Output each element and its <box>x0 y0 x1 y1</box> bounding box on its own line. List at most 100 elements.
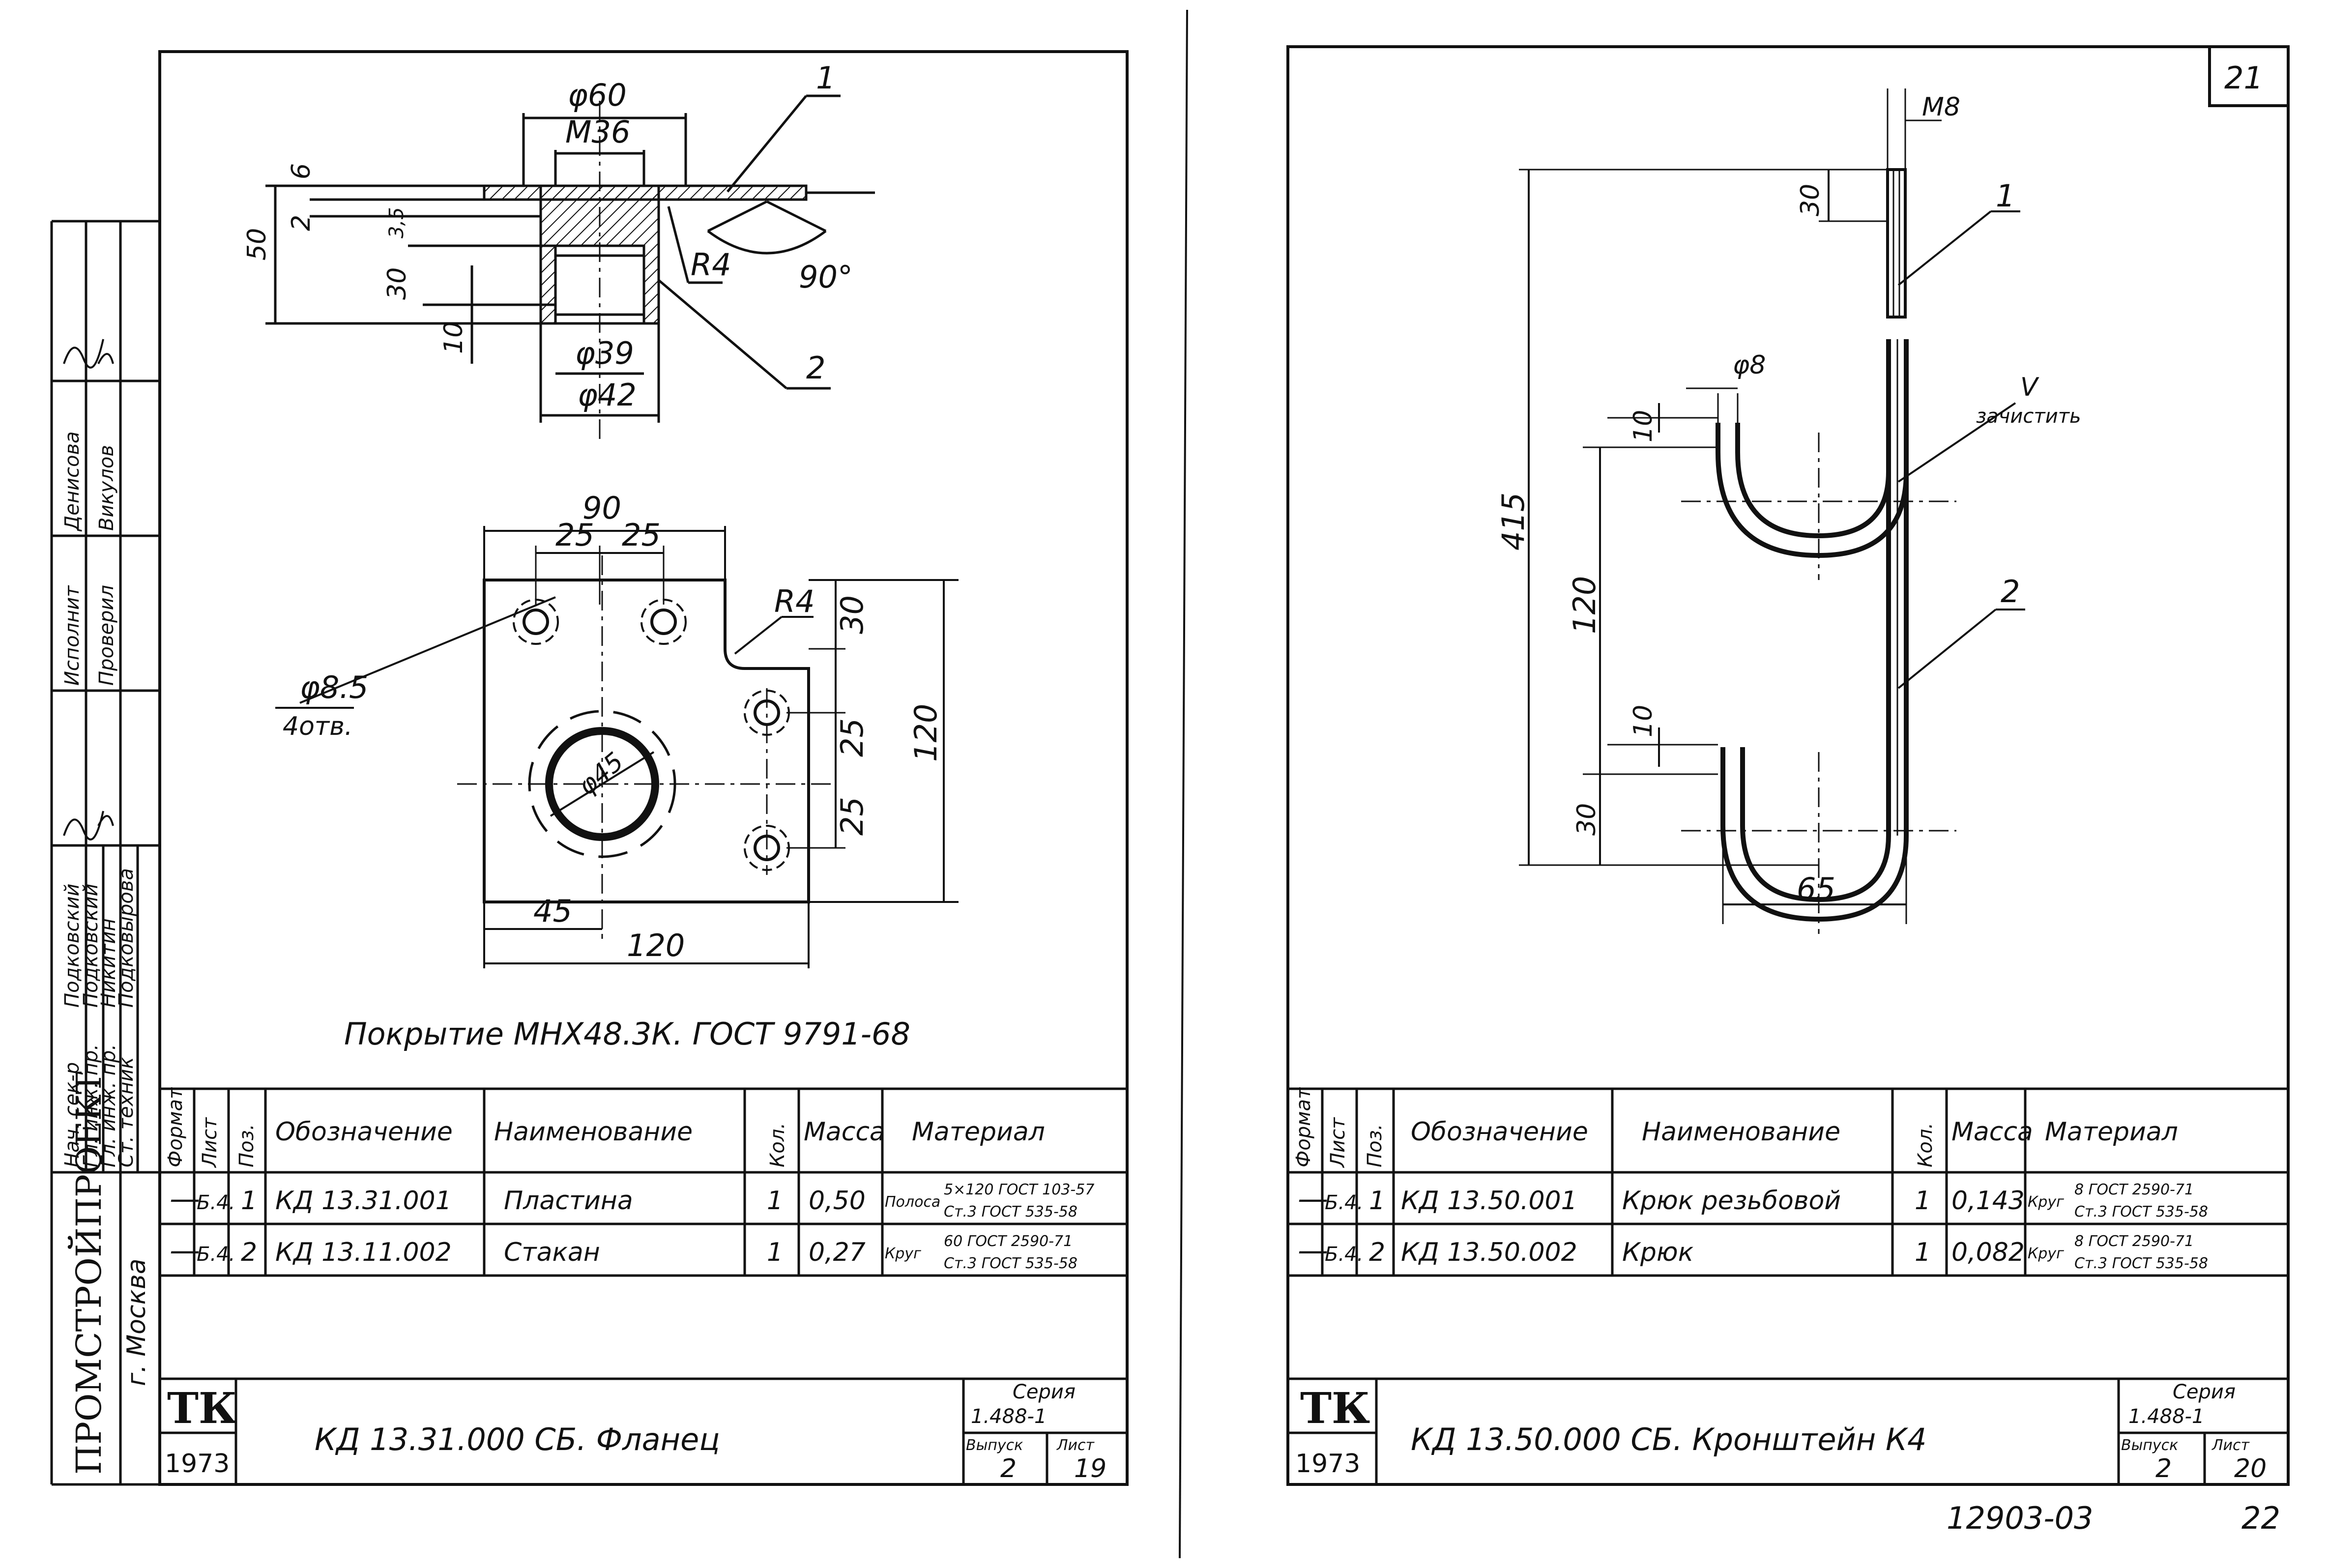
plate-plan-view <box>275 526 959 968</box>
dim-v120: 120 <box>908 704 944 762</box>
row2-name-left: Стакан <box>504 1238 600 1267</box>
dim-r4-top: R4 <box>691 247 731 283</box>
row1-mass-left: 0,50 <box>809 1186 866 1216</box>
th-pos-right: Поз. <box>1364 1124 1386 1167</box>
row2-sheet-left: Б.4. <box>197 1243 235 1266</box>
series-label-right: Серия <box>2173 1381 2236 1403</box>
callout-2-right: 2 <box>2001 574 2020 610</box>
org-name: ПРОМСТРОЙПРОЕКТ <box>68 1072 109 1475</box>
sheet-number-right: 20 <box>2234 1454 2267 1483</box>
row2-designation-left: КД 13.11.002 <box>275 1238 452 1267</box>
dim-d8: φ8 <box>1733 350 1766 380</box>
dim-h30: 30 <box>382 267 412 300</box>
dim-d39: φ39 <box>575 335 634 371</box>
staff-name-1: Денисова <box>61 431 84 532</box>
year-right: 1973 <box>1295 1449 1360 1479</box>
th-mass-right: Масса <box>1951 1117 2033 1147</box>
page-number: 22 <box>2241 1500 2280 1536</box>
dim-h3-5: 3,5 <box>385 207 408 238</box>
dim-d60: φ60 <box>568 77 627 113</box>
row1-mat-bottom-left: Ст.3 ГОСТ 535-58 <box>944 1203 1077 1220</box>
callout-2-left: 2 <box>806 350 825 386</box>
dim-h6: 6 <box>287 163 316 179</box>
dim-w25-b: 25 <box>622 517 661 553</box>
th-pos-left: Поз. <box>235 1124 258 1167</box>
flange-section-view <box>265 94 875 442</box>
callout-1-right: 1 <box>1996 178 2015 214</box>
row2-mat-top-right: 8 ГОСТ 2590-71 <box>2074 1233 2194 1250</box>
row2-pos-left: 2 <box>241 1238 257 1267</box>
row2-designation-right: КД 13.50.002 <box>1401 1238 1577 1267</box>
dim-m8: М8 <box>1922 92 1960 122</box>
row1-name-left: Пластина <box>504 1186 633 1216</box>
row2-mass-right: 0,082 <box>1951 1238 2025 1267</box>
left-frame <box>158 50 1129 1486</box>
row1-qty-left: 1 <box>767 1186 783 1216</box>
dim-w45: 45 <box>533 893 572 929</box>
dim-m36: М36 <box>565 114 630 150</box>
tk-mark-left: ТК <box>167 1384 237 1433</box>
row1-pos-right: 1 <box>1369 1186 1385 1216</box>
row1-sheet-right: Б.4. <box>1325 1191 1363 1214</box>
row2-format-left: — <box>170 1232 200 1268</box>
doc-number: 12903-03 <box>1947 1500 2094 1536</box>
row2-mat-top-left: 60 ГОСТ 2590-71 <box>944 1233 1073 1250</box>
issue-label-left: Выпуск <box>966 1437 1023 1454</box>
row1-name-right: Крюк резьбовой <box>1622 1186 1841 1216</box>
dim-h120: 120 <box>1567 576 1602 634</box>
dim-h30-bottom: 30 <box>1572 803 1601 836</box>
dim-w65: 65 <box>1797 871 1835 907</box>
th-qty-right: Кол. <box>1914 1123 1937 1167</box>
th-format-left: Формат <box>164 1087 187 1167</box>
issue-right: 2 <box>2155 1454 2172 1483</box>
row1-sheet-left: Б.4. <box>197 1191 235 1214</box>
row1-mat-top-right: 8 ГОСТ 2590-71 <box>2074 1181 2194 1198</box>
staff-name-2: Викулов <box>95 445 118 531</box>
clean-note: зачистить <box>1976 405 2081 428</box>
left-margin-stamp: Нач. сек-р Гл. инж. пр. Гл. инж. пр. Ст.… <box>50 220 160 1486</box>
dim-w25-a: 25 <box>555 517 594 553</box>
signature-1 <box>63 339 114 369</box>
dim-h10: 10 <box>439 321 468 354</box>
dim-h30-top: 30 <box>1796 184 1825 216</box>
staff-role-2: Проверил <box>95 585 118 686</box>
row2-mat-prefix-right: Круг <box>2028 1245 2064 1262</box>
bracket-drawing <box>1519 88 2025 934</box>
issue-left: 2 <box>1000 1454 1017 1483</box>
dim-v25-b: 25 <box>834 797 870 836</box>
title-block-right <box>1288 1379 2288 1484</box>
right-frame <box>1286 45 2290 1486</box>
row1-mat-prefix-left: Полоса <box>885 1193 940 1211</box>
row1-format-left: — <box>170 1181 200 1217</box>
row1-qty-right: 1 <box>1915 1186 1931 1216</box>
tk-mark-right: ТК <box>1300 1384 1370 1433</box>
row2-mat-bottom-left: Ст.3 ГОСТ 535-58 <box>944 1255 1077 1272</box>
th-material-left: Материал <box>912 1117 1045 1147</box>
spec-table-right <box>1288 1087 2288 1380</box>
role-3: Гл. инж. пр. <box>97 1044 120 1167</box>
dim-h10-lower: 10 <box>1629 705 1658 737</box>
dim-h2: 2 <box>287 215 316 231</box>
row2-mat-bottom-right: Ст.3 ГОСТ 535-58 <box>2074 1255 2208 1272</box>
name-1: Подковский <box>61 883 84 1008</box>
row1-mass-right: 0,143 <box>1951 1186 2025 1216</box>
dim-v25-a: 25 <box>834 718 870 757</box>
org-city: г. Москва <box>122 1258 151 1386</box>
row1-format-right: — <box>1298 1181 1328 1217</box>
dim-d45: φ45 <box>573 747 630 801</box>
dim-h10-upper: 10 <box>1629 410 1658 442</box>
row1-mat-prefix-right: Круг <box>2028 1193 2064 1211</box>
corner-number: 21 <box>2224 60 2263 96</box>
dim-w90: 90 <box>582 490 621 526</box>
dim-d42: φ42 <box>578 377 637 413</box>
staff-role-1: Исполнит <box>61 585 84 686</box>
coating-note: Покрытие МНХ48.3К. ГОСТ 9791-68 <box>344 1016 910 1052</box>
title-block-left <box>160 1379 1127 1484</box>
sheet-label-right: Лист <box>2212 1437 2250 1454</box>
name-2: Подковский <box>80 883 102 1008</box>
corner-box <box>2208 45 2290 107</box>
row2-pos-right: 2 <box>1369 1238 1385 1267</box>
row1-pos-left: 1 <box>241 1186 257 1216</box>
row1-designation-left: КД 13.31.001 <box>275 1186 452 1216</box>
